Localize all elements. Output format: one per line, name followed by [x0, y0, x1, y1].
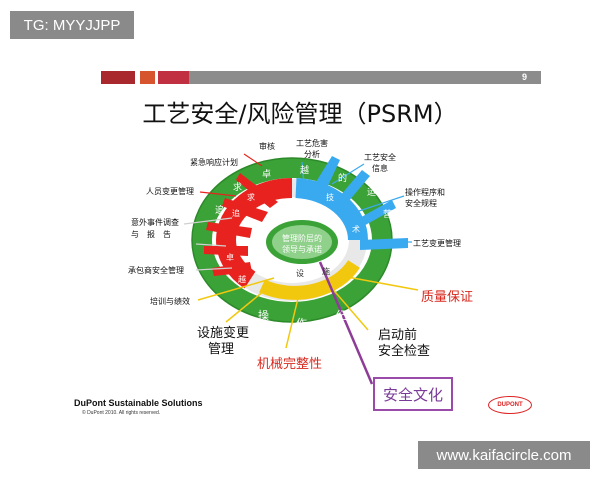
ring-char: 纪 [336, 309, 347, 322]
yellow-segment [259, 260, 360, 300]
red-arrows [204, 173, 278, 276]
label-op-procedures-1: 操作程序和 [405, 188, 445, 197]
ring-char: 律 [372, 291, 383, 304]
ring-char: 卓 [262, 170, 272, 180]
label-incident-1: 意外事件调查 [131, 218, 179, 227]
label-training: 培训与绩效 [150, 297, 190, 306]
label-contractor: 承包商安全管理 [128, 266, 184, 275]
label-emergency: 紧急响应计划 [190, 158, 238, 167]
blue-arrows [316, 156, 408, 250]
blue-segment [295, 178, 369, 241]
label-facility-change-2: 管理 [208, 342, 235, 357]
ring-char: 求 [247, 193, 255, 202]
safety-culture-box: 安全文化 [373, 377, 453, 411]
label-psi-2: 信息 [372, 164, 388, 173]
label-psi-1: 工艺安全 [364, 153, 396, 162]
label-mechanical: 机械完整性 [257, 357, 323, 372]
label-pha-2: 分析 [304, 150, 320, 159]
ring-char: 的 [338, 174, 348, 184]
label-facility-change-1: 设施变更 [197, 326, 250, 341]
ring-char: 越 [238, 275, 246, 284]
label-hr-change: 人员变更管理 [146, 187, 194, 196]
ring-char: 卓 [226, 253, 234, 262]
ring-char: 技 [326, 193, 334, 202]
label-pha-1: 工艺危害 [296, 139, 328, 148]
footer-copyright: © DuPont 2010. All rights reserved. [82, 410, 161, 416]
slide-number: 9 [521, 72, 527, 82]
slide-header-bar: 9 [101, 71, 541, 84]
label-incident-2: 与 报 告 [131, 230, 171, 239]
ring-char: 操 [258, 309, 269, 322]
center-text-line1: 管理阶层的 [282, 234, 322, 243]
label-quality: 质量保证 [421, 290, 474, 305]
ring-char: 施 [322, 267, 330, 276]
ring-char: 作 [296, 317, 307, 330]
label-prestartup-2: 安全检查 [378, 344, 431, 359]
watermark-bottom: www.kaifacircle.com [418, 441, 590, 469]
ring-char: 追 [232, 209, 240, 218]
ring-char: 营 [383, 210, 393, 220]
footer-company: DuPont Sustainable Solutions [74, 398, 203, 408]
label-tech-change: 工艺变更管理 [413, 239, 461, 248]
ring-char: 运 [367, 188, 377, 198]
ring-char: 越 [300, 166, 310, 176]
label-op-procedures-2: 安全规程 [405, 199, 437, 208]
center-text-line2: 领导与承诺 [282, 245, 322, 254]
label-prestartup-1: 启动前 [378, 328, 418, 343]
slide-title: 工艺安全/风险管理（PSRM） [142, 100, 458, 128]
culture-line [318, 261, 374, 385]
ring-char: 设 [296, 269, 304, 278]
ring-char: 追 [215, 206, 225, 216]
ring-char: 求 [233, 183, 243, 193]
dupont-logo: DUPONT [488, 396, 532, 414]
watermark-top: TG: MYYJJPP [10, 11, 134, 39]
label-audit: 审核 [259, 142, 275, 151]
ring-char: 术 [352, 225, 360, 234]
